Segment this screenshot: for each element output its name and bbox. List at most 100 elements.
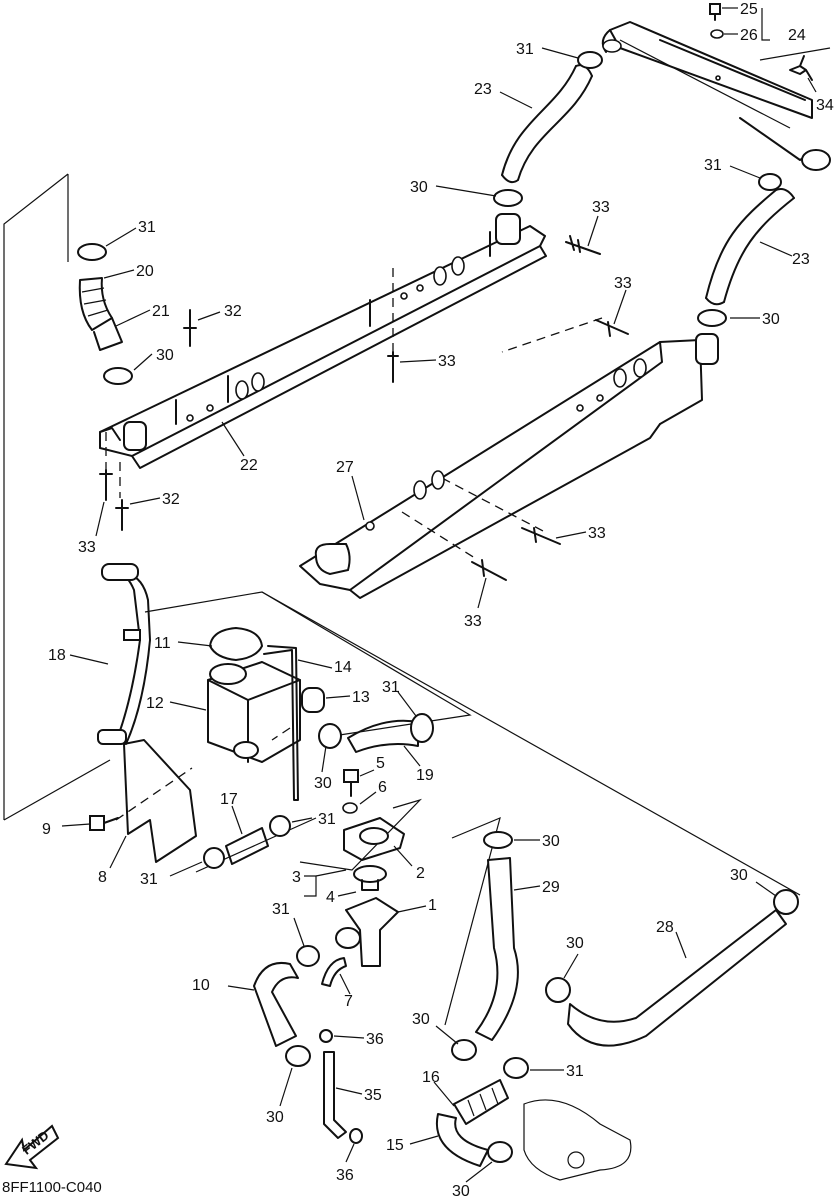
hose-clamp-30g[interactable] [545,977,571,1003]
callout-31: 31 [318,811,336,828]
callout-12: 12 [146,695,164,712]
callout-21: 21 [152,303,170,320]
rivet-33d[interactable] [99,469,113,501]
hose-clamp-30f[interactable] [451,1039,477,1061]
hose-clamp-30h[interactable] [285,1045,311,1067]
callout-9: 9 [42,821,51,838]
radiator-side-panel-lower[interactable] [299,333,719,599]
callout-30: 30 [452,1183,470,1196]
callout-31: 31 [138,219,156,236]
radiator-hose-upper-left[interactable] [501,64,593,184]
hose-clamp-31g[interactable] [503,1057,529,1079]
callout-33: 33 [614,275,632,292]
hose-19[interactable] [347,719,419,753]
callout-25: 25 [740,1,758,18]
callout-19: 19 [416,767,434,784]
hose-clamp-31h[interactable] [296,945,320,967]
hose-clamp-31b[interactable] [758,149,831,191]
hose-clamp-30b[interactable] [697,309,727,327]
tank-bracket-8[interactable] [123,739,197,863]
rivet-33e[interactable] [521,527,561,545]
bolt-5[interactable] [343,769,359,797]
callout-33: 33 [588,525,606,542]
callout-31: 31 [704,157,722,174]
radiator-cap[interactable] [208,626,264,662]
radiator-hose-28[interactable] [567,909,787,1047]
callout-24: 24 [788,27,806,44]
callout-28: 28 [656,919,674,936]
callout-36: 36 [366,1031,384,1048]
callout-31: 31 [382,679,400,696]
hose-joint-20[interactable] [78,277,113,331]
callout-30: 30 [542,833,560,850]
hose-clamp-30i[interactable] [773,889,799,915]
reservoir-tank[interactable] [207,661,301,763]
forward-arrow-icon: FWD [4,1124,60,1170]
rivet-33f[interactable] [471,559,507,581]
radiator-core[interactable] [601,21,817,161]
hose-clamp-31c[interactable] [77,243,107,261]
callout-33: 33 [78,539,96,556]
radiator-side-panel-upper[interactable] [99,213,547,469]
coolant-pipe-18[interactable] [97,563,151,745]
rivet-33a[interactable] [565,235,601,255]
thermostat-cover-2[interactable] [343,817,405,861]
bolt-9[interactable] [89,815,119,831]
pipe-17[interactable] [225,827,269,865]
hose-15[interactable] [435,1113,489,1167]
callout-30: 30 [730,867,748,884]
hose-10[interactable] [253,962,299,1047]
hose-clamp-30j[interactable] [487,1141,513,1163]
hose-clamp-31a[interactable] [577,39,622,69]
rivet-32b[interactable] [115,499,129,531]
callout-6: 6 [378,779,387,796]
radiator-pipe-29[interactable] [475,857,519,1041]
callout-leader-lines [61,7,817,1183]
hose-clamp-31d[interactable] [410,713,434,743]
hose-clamp-31f[interactable] [203,847,225,869]
callout-17: 17 [220,791,238,808]
water-pump-housing [523,1099,632,1181]
callout-5: 5 [376,755,385,772]
hose-clamp-30a[interactable] [493,189,523,207]
breather-hose-14[interactable] [263,645,299,801]
rivet-33b[interactable] [595,319,629,337]
callout-14: 14 [334,659,352,676]
radiator-washer[interactable] [710,29,724,39]
callout-30: 30 [266,1109,284,1126]
hose-joint-16[interactable] [453,1079,509,1125]
rivet-32a[interactable] [183,309,197,347]
clamp-36b[interactable] [349,1128,363,1144]
callout-31: 31 [140,871,158,888]
hose-clamp-30e[interactable] [483,831,513,849]
hose-35[interactable] [323,1051,347,1139]
callout-26: 26 [740,27,758,44]
callout-23: 23 [474,81,492,98]
hose-clamp-30d[interactable] [318,723,342,749]
radiator-rivet-34[interactable] [789,55,813,81]
thermostat-4[interactable] [353,865,387,891]
hose-clamp-31e[interactable] [269,815,291,837]
callout-27: 27 [336,459,354,476]
callout-13: 13 [352,689,370,706]
radiator-bolt[interactable] [709,3,721,21]
callout-4: 4 [326,889,335,906]
callout-36: 36 [336,1167,354,1184]
callout-32: 32 [224,303,242,320]
thermostat-housing-1[interactable] [335,897,399,967]
callout-16: 16 [422,1069,440,1086]
callout-33: 33 [464,613,482,630]
radiator-hose-upper-right[interactable] [705,188,795,306]
rivet-33c[interactable] [387,351,399,383]
callout-30: 30 [410,179,428,196]
callout-35: 35 [364,1087,382,1104]
callout-11: 11 [154,635,171,652]
hose-21[interactable] [93,317,123,351]
clamp-36a[interactable] [319,1029,333,1043]
pipe-7[interactable] [321,957,347,987]
washer-6[interactable] [342,802,358,814]
grommet-13[interactable] [301,687,325,713]
hose-clamp-30c[interactable] [103,367,133,385]
callout-3: 3 [292,869,301,886]
